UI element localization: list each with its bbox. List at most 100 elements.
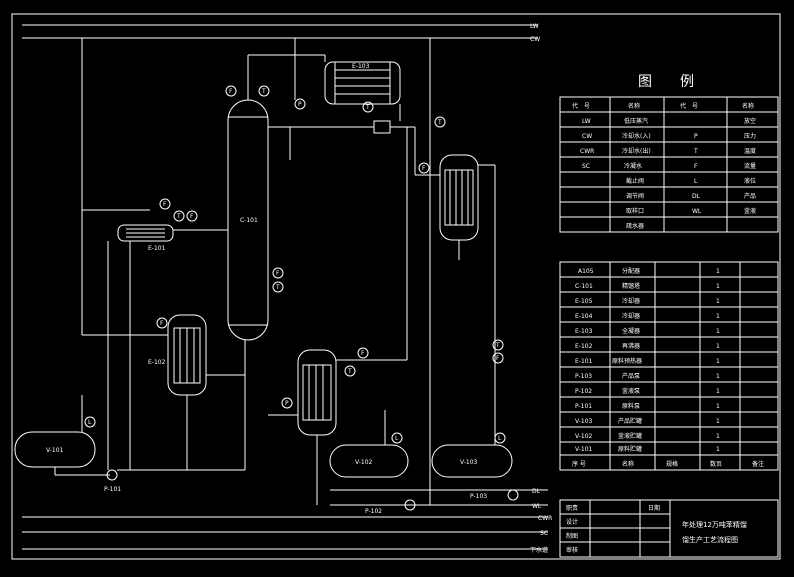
svg-text:制图: 制图	[566, 532, 578, 540]
svg-text:F: F	[361, 350, 365, 357]
label-c101: C-101	[240, 217, 258, 224]
svg-text:E-105: E-105	[575, 298, 593, 305]
utility-lines-top: LW CW	[22, 23, 540, 43]
svg-text:T: T	[693, 148, 698, 155]
svg-text:1: 1	[716, 283, 720, 290]
svg-text:T: T	[365, 104, 370, 111]
svg-text:冷却水(入): 冷却水(入)	[622, 132, 651, 140]
svg-text:名称: 名称	[742, 102, 754, 110]
svg-text:1: 1	[716, 298, 720, 305]
svg-text:L: L	[395, 435, 399, 442]
svg-text:1: 1	[716, 446, 720, 453]
line-label-sc: SC	[540, 530, 548, 537]
instrument-bubbles: F T P T T F F T F F T F F T P L L L T F	[84, 85, 506, 444]
svg-text:1: 1	[716, 358, 720, 365]
svg-text:全凝器: 全凝器	[622, 327, 640, 335]
label-p102: P-102	[365, 508, 382, 515]
svg-text:原料预热器: 原料预热器	[612, 357, 642, 365]
svg-text:冷凝水: 冷凝水	[624, 162, 642, 170]
cooler-e104	[439, 154, 479, 241]
line-label-cwr: CWR	[538, 515, 552, 522]
svg-text:DL: DL	[692, 193, 701, 200]
svg-text:F: F	[160, 320, 164, 327]
svg-text:压力: 压力	[744, 132, 756, 140]
svg-text:代 号: 代 号	[680, 102, 698, 110]
svg-text:A105: A105	[578, 268, 594, 275]
svg-text:E-101: E-101	[575, 358, 593, 365]
svg-text:F: F	[496, 355, 500, 362]
label-e102: E-102	[148, 359, 166, 366]
drawing-title-line2: 馏生产工艺流程图	[682, 535, 738, 544]
svg-text:液位: 液位	[744, 177, 756, 185]
drawing-title-line1: 年处理12万吨苯精馏	[682, 520, 747, 529]
svg-text:E-104: E-104	[575, 313, 593, 320]
svg-text:CWR: CWR	[580, 148, 594, 155]
preheater-e101: E-101	[117, 224, 174, 252]
svg-text:1: 1	[716, 313, 720, 320]
svg-text:T: T	[275, 284, 280, 291]
svg-text:再沸器: 再沸器	[622, 342, 640, 350]
line-label-dl: DL	[532, 488, 541, 495]
svg-text:温度: 温度	[744, 147, 756, 155]
svg-text:备注: 备注	[752, 460, 764, 468]
svg-text:L: L	[498, 435, 502, 442]
svg-text:数页: 数页	[710, 460, 722, 468]
svg-text:V-101: V-101	[575, 446, 593, 453]
tank-v102: V-102	[329, 444, 409, 478]
svg-text:T: T	[437, 119, 442, 126]
svg-text:设计: 设计	[566, 518, 578, 526]
svg-text:冷却器: 冷却器	[622, 297, 640, 305]
svg-text:冷却水(出): 冷却水(出)	[622, 147, 651, 155]
line-label-drain: 下水道	[530, 546, 548, 554]
svg-text:放空: 放空	[744, 117, 756, 125]
label-e101: E-101	[148, 245, 166, 252]
line-label-lw: LW	[530, 23, 539, 30]
svg-text:1: 1	[716, 433, 720, 440]
svg-text:1: 1	[716, 388, 720, 395]
svg-text:P-101: P-101	[575, 403, 592, 410]
svg-text:T: T	[176, 213, 181, 220]
svg-text:职责: 职责	[566, 504, 578, 512]
svg-text:产品泵: 产品泵	[622, 372, 640, 380]
title-block: 职责 设计 制图 审核 日期 年处理12万吨苯精馏 馏生产工艺流程图	[559, 499, 779, 558]
svg-text:P: P	[694, 133, 698, 140]
svg-text:原料泵: 原料泵	[622, 402, 640, 410]
svg-text:序 号: 序 号	[572, 460, 586, 468]
svg-text:冷却器: 冷却器	[622, 312, 640, 320]
svg-text:产品: 产品	[744, 192, 756, 200]
condenser-e103: E-103	[324, 61, 401, 105]
pump-p102	[404, 499, 416, 511]
svg-text:1: 1	[716, 418, 720, 425]
svg-text:审核: 审核	[566, 546, 578, 554]
svg-text:T: T	[495, 342, 500, 349]
svg-text:F: F	[163, 201, 167, 208]
svg-text:精馏塔: 精馏塔	[622, 282, 640, 290]
svg-text:代 号: 代 号	[572, 102, 590, 110]
drawing-border	[11, 13, 781, 560]
svg-text:E-102: E-102	[575, 343, 593, 350]
label-v102: V-102	[355, 459, 373, 466]
svg-text:F: F	[694, 163, 698, 170]
line-label-cw: CW	[530, 36, 540, 43]
svg-text:F: F	[229, 88, 233, 95]
svg-text:E-103: E-103	[575, 328, 593, 335]
legend-panel: 图 例 代 号 名称 代 号 名称 LW 低压蒸汽 放空 CW 冷却水(入) P…	[559, 74, 779, 233]
svg-text:L: L	[694, 178, 698, 185]
svg-text:SC: SC	[582, 163, 590, 170]
line-label-wl: WL	[532, 503, 542, 510]
svg-text:规格: 规格	[666, 460, 678, 468]
svg-text:P: P	[285, 400, 289, 407]
svg-text:低压蒸汽: 低压蒸汽	[624, 117, 648, 125]
svg-text:C-101: C-101	[575, 283, 593, 290]
legend-title: 图 例	[638, 74, 694, 90]
svg-text:1: 1	[716, 328, 720, 335]
svg-text:原料贮罐: 原料贮罐	[618, 445, 642, 453]
label-p103: P-103	[470, 493, 487, 500]
svg-text:1: 1	[716, 403, 720, 410]
svg-text:截止阀: 截止阀	[626, 177, 644, 185]
tank-v103: V-103	[431, 444, 513, 478]
reboiler-e102: E-102	[148, 314, 207, 396]
equipment-list-table: A105 分配器 1 C-101 精馏塔 1 E-105 冷却器 1 E-104…	[559, 261, 779, 471]
svg-text:1: 1	[716, 373, 720, 380]
